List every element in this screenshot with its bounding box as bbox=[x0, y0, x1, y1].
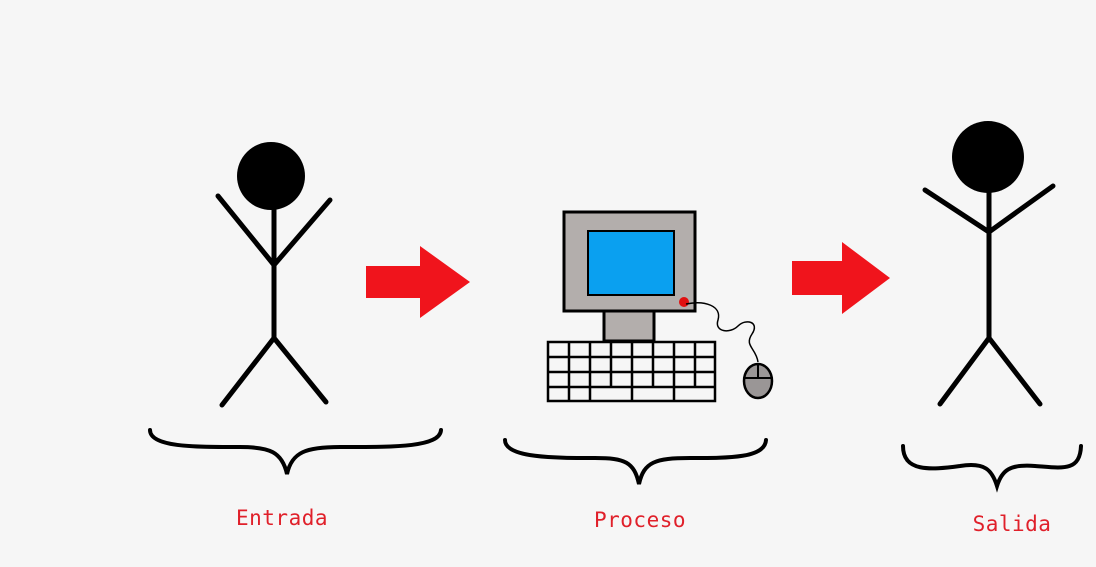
output-brace-icon bbox=[901, 444, 1083, 493]
input-label: Entrada bbox=[235, 506, 329, 530]
process-label: Proceso bbox=[593, 508, 687, 532]
input-stick-figure-icon bbox=[215, 142, 333, 408]
mouse-icon bbox=[742, 362, 774, 400]
flow-arrow-icon-2 bbox=[792, 242, 890, 314]
keyboard-icon bbox=[546, 340, 717, 403]
output-stick-figure-icon bbox=[922, 121, 1056, 407]
computer-icon bbox=[546, 210, 774, 403]
input-brace-icon bbox=[148, 428, 443, 475]
output-label: Salida bbox=[972, 512, 1052, 536]
process-brace-icon bbox=[503, 438, 768, 485]
flow-arrow-icon-1 bbox=[366, 246, 470, 318]
